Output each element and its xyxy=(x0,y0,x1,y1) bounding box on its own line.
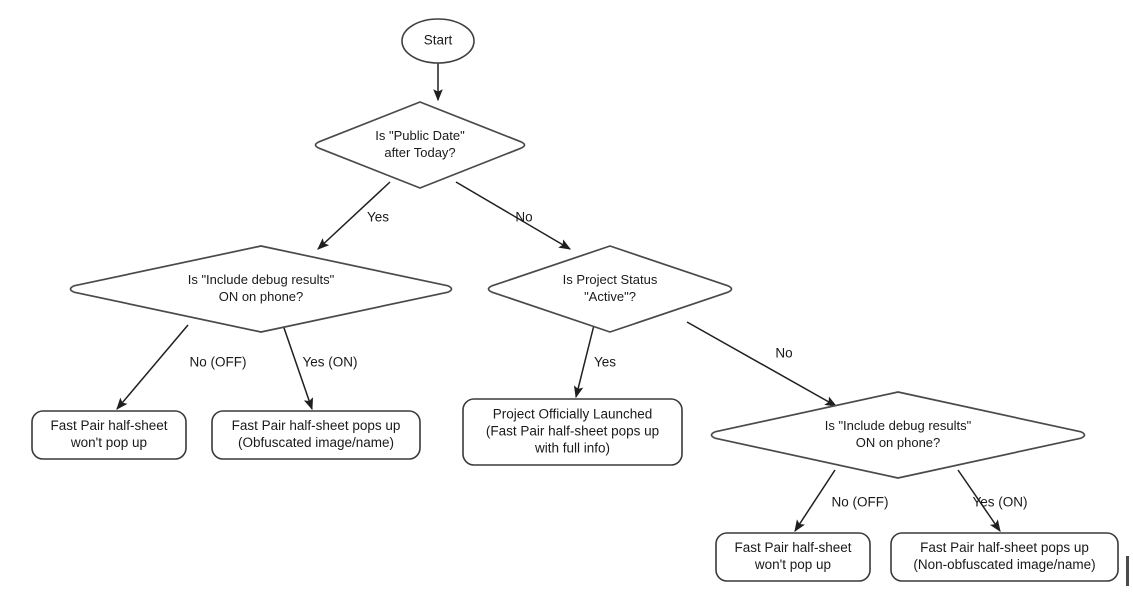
shape-rounded-rect xyxy=(890,532,1119,582)
edge-label-debug-left-yes-on: Yes (ON) xyxy=(302,355,357,370)
node-result-launched-text-line-3: with full info) xyxy=(534,441,610,456)
edge-debug-left-yes-on xyxy=(282,324,314,411)
edges-layer xyxy=(116,63,1001,533)
edge-label-project-status-no: No xyxy=(775,346,792,361)
node-result-right-no-text-line-1: Fast Pair half-sheet xyxy=(734,540,851,555)
shape-diamond xyxy=(487,245,733,333)
node-decision-debug-left[interactable]: Is "Include debug results" ON on phone? xyxy=(69,245,453,333)
edge-label-public-date-yes: Yes xyxy=(367,210,389,225)
shape-rounded-rect xyxy=(462,398,683,466)
node-decision-project-status-text-line-2: "Active"? xyxy=(584,289,636,304)
node-result-right-yes[interactable]: Fast Pair half-sheet pops up (Non-obfusca… xyxy=(890,532,1119,582)
node-decision-public-date[interactable]: Is "Public Date" after Today? xyxy=(314,101,526,189)
node-result-left-no-text-line-1: Fast Pair half-sheet xyxy=(50,418,167,433)
edge-debug-right-no-off xyxy=(794,469,836,533)
nodes-layer: Start Is "Public Date" after Today? Is "Inc… xyxy=(31,18,1119,582)
page-edge-artifact xyxy=(1126,556,1129,586)
edge-project-status-no xyxy=(686,321,838,407)
node-result-left-yes-text-line-2: (Obfuscated image/name) xyxy=(238,435,394,450)
node-decision-public-date-text-line-1: Is "Public Date" xyxy=(375,128,465,143)
node-result-left-no-text-line-2: won't pop up xyxy=(70,435,147,450)
shape-rounded-rect xyxy=(31,410,187,460)
node-result-right-yes-text-line-2: (Non-obfuscated image/name) xyxy=(913,557,1095,572)
node-result-right-no-text-line-2: won't pop up xyxy=(754,557,831,572)
edge-label-debug-right-yes-on: Yes (ON) xyxy=(972,495,1027,510)
node-result-launched-text-line-2: (Fast Pair half-sheet pops up xyxy=(486,424,659,439)
edge-label-debug-left-no-off: No (OFF) xyxy=(190,355,247,370)
shape-diamond xyxy=(314,101,526,189)
node-result-left-yes[interactable]: Fast Pair half-sheet pops up (Obfuscated … xyxy=(211,410,421,460)
edge-debug-left-no-off xyxy=(116,324,189,410)
node-decision-debug-right[interactable]: Is "Include debug results" ON on phone? xyxy=(710,391,1086,479)
shape-diamond xyxy=(69,245,453,333)
node-decision-project-status-text-line-1: Is Project Status xyxy=(563,272,658,287)
edge-label-debug-right-no-off: No (OFF) xyxy=(832,495,889,510)
edge-label-project-status-yes: Yes xyxy=(594,355,616,370)
edge-label-public-date-no: No xyxy=(515,210,532,225)
edge-debug-right-yes-on xyxy=(957,469,1001,532)
node-decision-project-status[interactable]: Is Project Status "Active"? xyxy=(487,245,733,333)
shape-rounded-rect xyxy=(211,410,421,460)
node-decision-debug-right-text-line-1: Is "Include debug results" xyxy=(825,418,972,433)
node-decision-debug-left-text-line-1: Is "Include debug results" xyxy=(188,272,335,287)
node-decision-debug-right-text-line-2: ON on phone? xyxy=(856,435,941,450)
node-result-right-no[interactable]: Fast Pair half-sheet won't pop up xyxy=(715,532,871,582)
node-decision-debug-left-text-line-2: ON on phone? xyxy=(219,289,304,304)
shape-diamond xyxy=(710,391,1086,479)
shape-ellipse xyxy=(401,18,475,64)
node-decision-public-date-text-line-2: after Today? xyxy=(384,145,455,160)
node-result-right-yes-text-line-1: Fast Pair half-sheet pops up xyxy=(920,540,1089,555)
node-start-text-line-1: Start xyxy=(424,33,453,48)
edge-public-date-yes xyxy=(317,181,391,250)
edge-project-status-yes xyxy=(573,324,595,399)
node-start[interactable]: Start xyxy=(401,18,475,64)
node-result-launched[interactable]: Project Officially Launched (Fast Pair ha… xyxy=(462,398,683,466)
edge-public-date-no xyxy=(455,181,572,250)
shape-rounded-rect xyxy=(715,532,871,582)
node-result-left-no[interactable]: Fast Pair half-sheet won't pop up xyxy=(31,410,187,460)
node-result-launched-text-line-1: Project Officially Launched xyxy=(493,407,653,422)
node-result-left-yes-text-line-1: Fast Pair half-sheet pops up xyxy=(232,418,401,433)
